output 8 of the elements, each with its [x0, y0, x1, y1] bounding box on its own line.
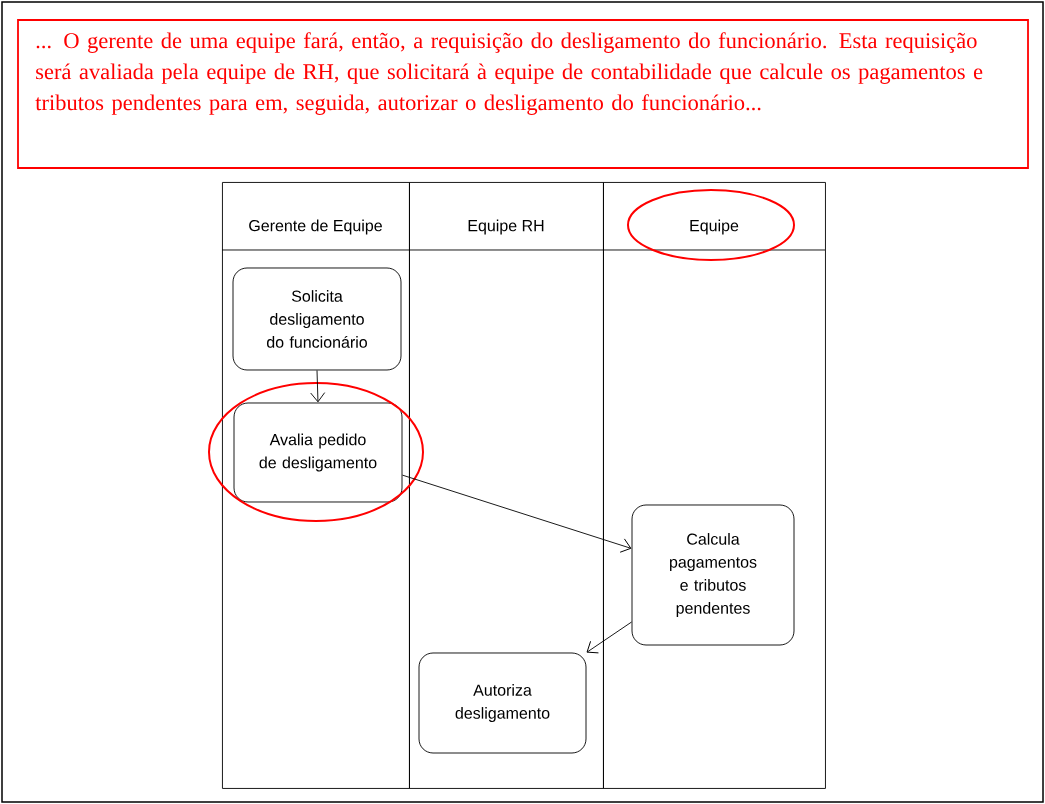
process-box: Solicita desligamento do funcionário	[232, 267, 402, 371]
arrow	[586, 621, 632, 654]
arrow	[310, 370, 326, 403]
process-box: Autoriza desligamento	[418, 652, 587, 754]
text-box: ... O gerente de uma equipe fará, então, a requisição do desligamento do funcionário. Esta requisição será avaliada pela equipe de RH, que solicitará à equipe de contabilidade que calcule os pagamentos e tributos pendentes para em, seguida, autorizar o desligamento do funcionário...	[17, 19, 1029, 169]
process-box: Calcula pagamentos e tributos pendentes	[631, 504, 795, 646]
process-box: Avalia pedido de desligamento	[233, 402, 403, 503]
arrow	[402, 474, 632, 553]
